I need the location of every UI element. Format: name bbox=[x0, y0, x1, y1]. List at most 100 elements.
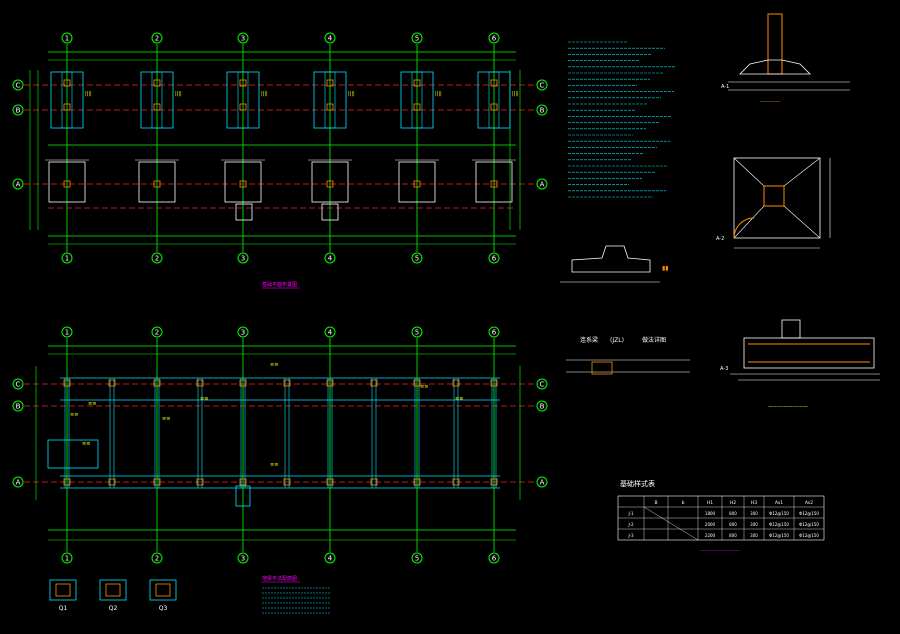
cap-label: Q1 bbox=[59, 605, 68, 612]
col-label-top-bottom-bubble bbox=[324, 252, 336, 264]
table-header: H1 bbox=[707, 500, 713, 506]
pad-outline bbox=[733, 157, 821, 239]
column-mark bbox=[196, 478, 204, 486]
axis-grid bbox=[24, 44, 536, 552]
column-mark bbox=[326, 103, 334, 111]
table-cell: Φ12@150 bbox=[769, 533, 789, 538]
table-cell: Φ12@150 bbox=[769, 511, 789, 516]
table-cell: 2200 bbox=[705, 533, 716, 538]
column-mark bbox=[153, 379, 161, 387]
cap-section bbox=[149, 579, 177, 601]
col-label-top-bubble bbox=[411, 32, 423, 44]
column-mark bbox=[490, 478, 498, 486]
col-label-bottom: 1 bbox=[65, 329, 69, 337]
col-label-bottom: 2 bbox=[155, 329, 159, 337]
beam-note-sub: (JZL) bbox=[610, 337, 624, 344]
table-cell: Φ12@150 bbox=[769, 522, 789, 527]
col-label-top-bottom: 1 bbox=[65, 255, 69, 263]
rebar-note: ≡≡ bbox=[162, 416, 170, 422]
table-cell: 300 bbox=[750, 511, 758, 516]
row-label-bottom-right: B bbox=[540, 403, 545, 411]
table-header: H2 bbox=[730, 500, 736, 506]
pad-footing bbox=[398, 161, 436, 203]
col-label-top-bubble bbox=[151, 32, 163, 44]
col-label-top-bottom-bubble bbox=[411, 252, 423, 264]
table-header: As1 bbox=[775, 500, 783, 506]
rebar-note: ≡≡ bbox=[70, 412, 78, 418]
footing-stem bbox=[488, 71, 500, 129]
table-cell: 800 bbox=[729, 522, 737, 527]
row-label-bottom-left: C bbox=[16, 381, 21, 389]
rebar-note: ≡≡ bbox=[455, 396, 463, 402]
column-mark bbox=[196, 379, 204, 387]
column-mark bbox=[413, 103, 421, 111]
table-cell: Φ12@150 bbox=[799, 522, 819, 527]
row-label-top-right-bubble bbox=[536, 104, 548, 116]
small-pad bbox=[235, 203, 253, 221]
annotation: |||| bbox=[435, 91, 442, 97]
col-label-bottom-bottom: 2 bbox=[155, 555, 159, 563]
column-mark bbox=[239, 379, 247, 387]
cap-rebar bbox=[155, 583, 171, 597]
table-header: b bbox=[682, 500, 685, 506]
stub-column bbox=[781, 319, 801, 339]
pad-diag bbox=[733, 157, 765, 187]
row-label-top-right: A bbox=[540, 181, 545, 189]
col-label-top-bubble bbox=[61, 32, 73, 44]
table-header: As2 bbox=[805, 500, 813, 506]
col-label-bottom-bottom: 3 bbox=[241, 555, 245, 563]
row-label-top-right-bubble bbox=[536, 79, 548, 91]
row-label-top-left-bubble bbox=[12, 104, 24, 116]
column-mark bbox=[370, 478, 378, 486]
column-mark bbox=[326, 379, 334, 387]
row-label-top-left: B bbox=[16, 107, 21, 115]
row-label-top-right: C bbox=[540, 82, 545, 90]
footing-stem bbox=[324, 71, 336, 129]
col-label-bottom-bottom-bubble bbox=[488, 552, 500, 564]
col-label-bottom: 4 bbox=[328, 329, 333, 337]
col-label-top: 3 bbox=[241, 35, 245, 43]
footing-stem bbox=[151, 71, 163, 129]
column-mark bbox=[413, 379, 421, 387]
col-label-top: 6 bbox=[492, 35, 497, 43]
col-label-top-bottom: 2 bbox=[155, 255, 159, 263]
pit bbox=[235, 485, 251, 507]
pad-diag bbox=[783, 157, 821, 187]
rebar-note: ≡≡ bbox=[420, 384, 428, 390]
column-mark bbox=[452, 379, 460, 387]
column-mark bbox=[63, 379, 71, 387]
column-mark bbox=[153, 180, 161, 188]
col-label-bottom-bubble bbox=[151, 326, 163, 338]
col-label-bottom-bubble bbox=[61, 326, 73, 338]
table-cell: 800 bbox=[729, 533, 737, 538]
col-label-top-bottom: 4 bbox=[328, 255, 333, 263]
col-label-top-bubble bbox=[488, 32, 500, 44]
table-cell: 800 bbox=[729, 511, 737, 516]
table-header: H3 bbox=[751, 500, 757, 506]
detail-title: ———— bbox=[760, 99, 780, 105]
table-cell: 300 bbox=[750, 533, 758, 538]
column-mark bbox=[413, 180, 421, 188]
col-label-bottom-bottom: 4 bbox=[328, 555, 333, 563]
table-cell: Φ12@150 bbox=[799, 533, 819, 538]
table-cell: 2000 bbox=[705, 522, 716, 527]
col-label-top-bottom-bubble bbox=[151, 252, 163, 264]
row-label-top-left-bubble bbox=[12, 79, 24, 91]
col-label-bottom-bottom: 6 bbox=[492, 555, 497, 563]
stair-zone bbox=[47, 439, 99, 469]
column-mark bbox=[108, 478, 116, 486]
beam-plan: ≡≡≡≡≡≡≡≡≡≡≡≡≡≡≡≡≡≡地梁平法配筋图 bbox=[47, 362, 500, 583]
col-label-bottom-bottom: 1 bbox=[65, 555, 69, 563]
small-pad bbox=[321, 203, 339, 221]
col-label-bottom-bottom-bubble bbox=[237, 552, 249, 564]
row-label-top-right-bubble bbox=[536, 178, 548, 190]
rebar-note: ≡≡ bbox=[270, 362, 278, 368]
row-label-top-left: C bbox=[16, 82, 21, 90]
column-mark bbox=[239, 79, 247, 87]
table-cell: J-2 bbox=[627, 522, 633, 527]
col-label-bottom-bubble bbox=[324, 326, 336, 338]
pad-footing bbox=[311, 161, 349, 203]
cap-section bbox=[99, 579, 127, 601]
column-mark bbox=[63, 180, 71, 188]
